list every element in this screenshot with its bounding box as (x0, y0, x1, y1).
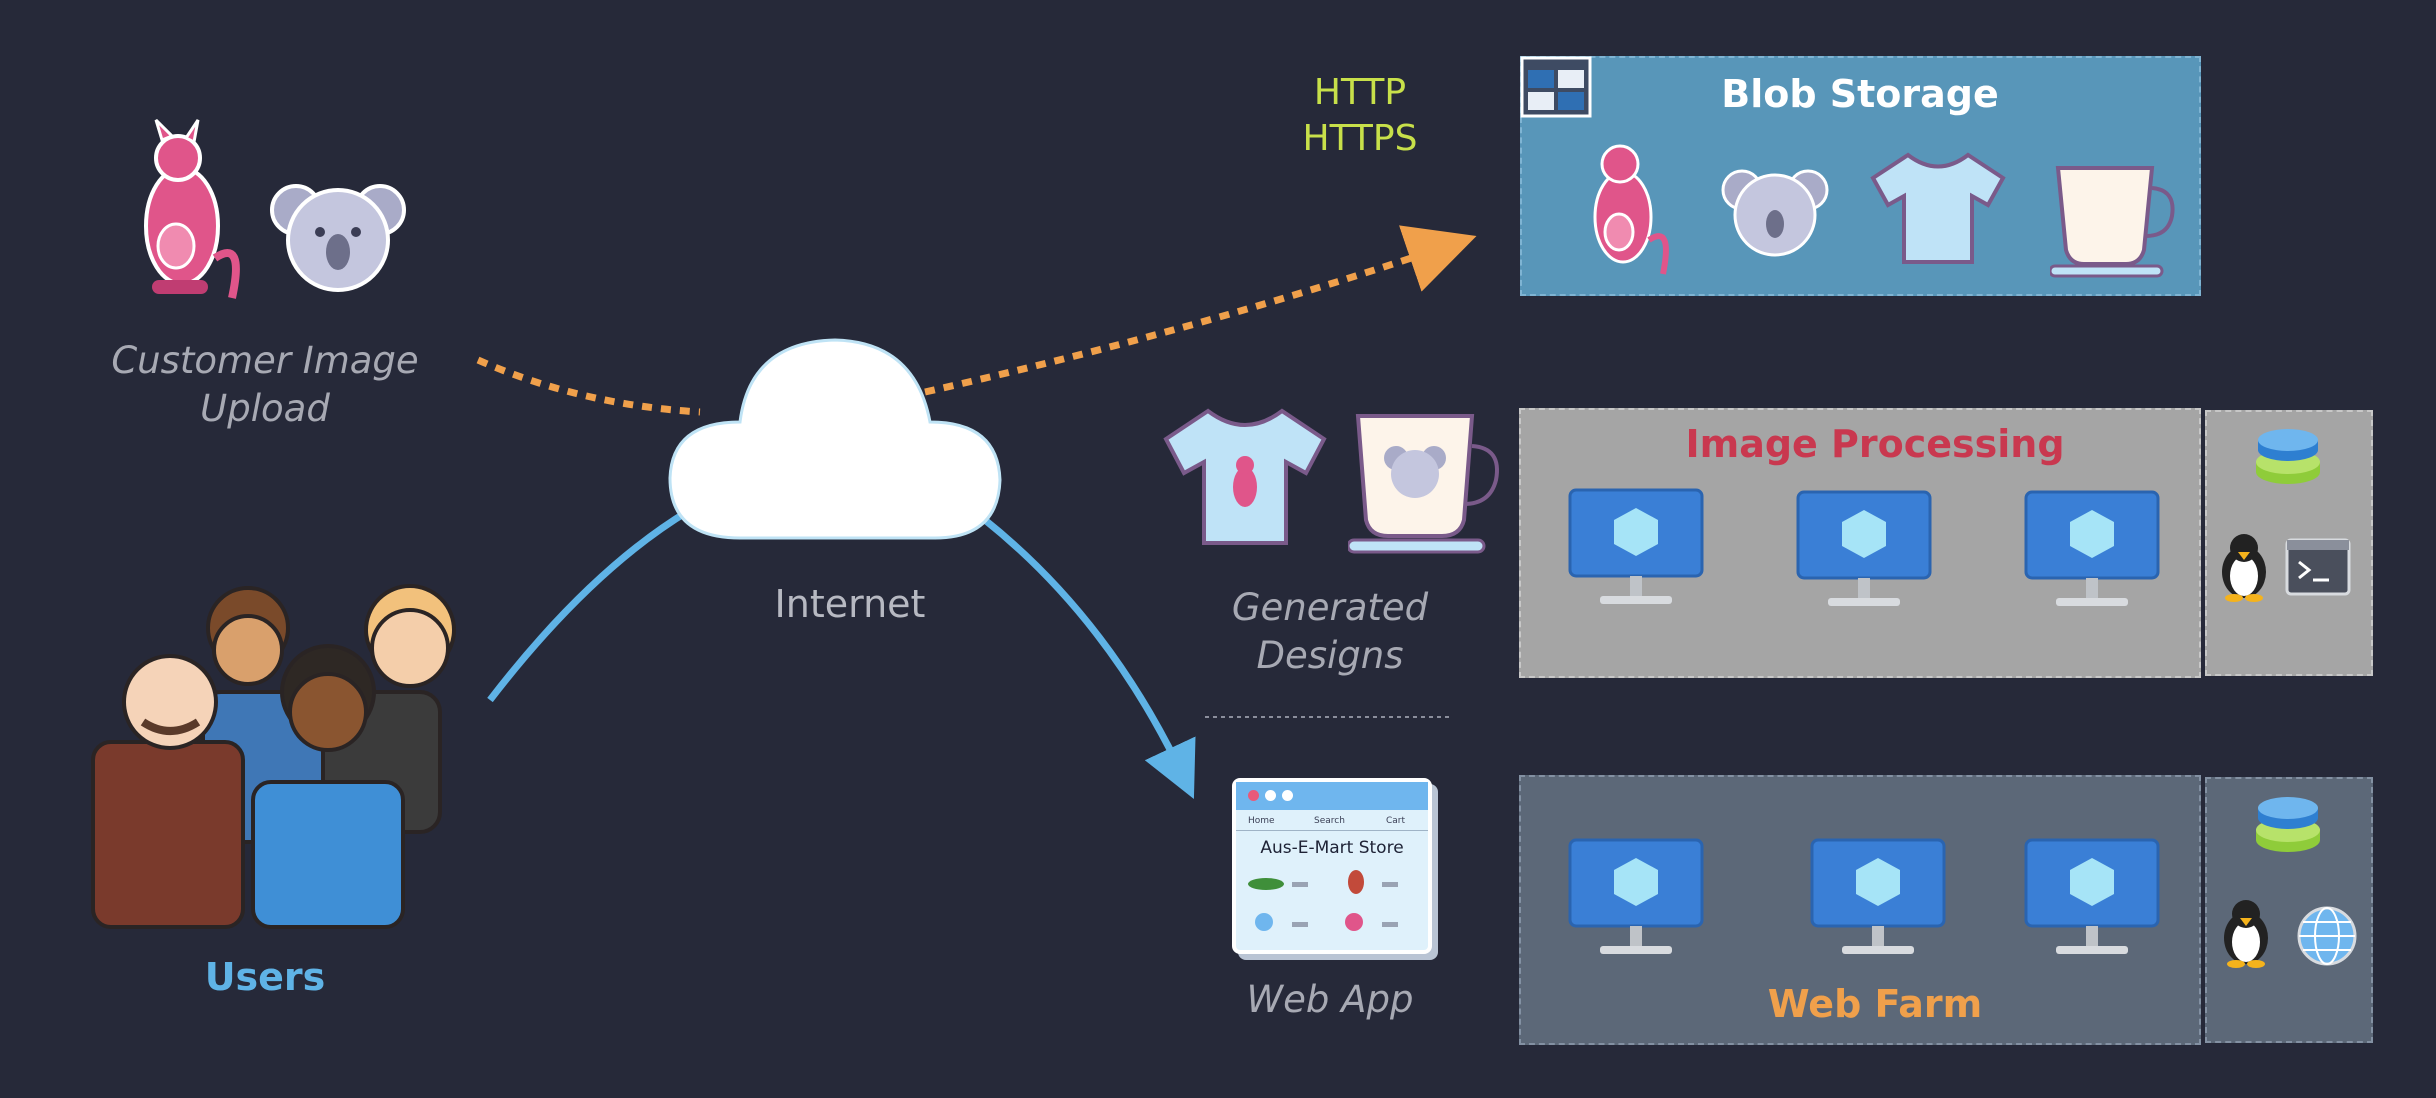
web-app-label: Web App (1246, 978, 1414, 1021)
vm-monitor-icon (1568, 838, 1704, 954)
dot-icon (1282, 790, 1293, 801)
close-dot-icon (1248, 790, 1259, 801)
internet-label: Internet (774, 582, 926, 626)
users-group-icon (91, 584, 456, 929)
generated-designs-label-line1: Generated (1231, 586, 1429, 629)
image-processing-title: Image Processing (1685, 422, 2065, 466)
vm-monitor-icon (1810, 838, 1946, 954)
vm-monitor-icon (2024, 490, 2160, 606)
kangaroo-icon (1593, 144, 1669, 275)
browser-titlebar (1236, 782, 1428, 810)
cloud-icon (668, 338, 1002, 540)
vm-monitor-icon (1796, 490, 1932, 606)
storage-window-icon (1520, 56, 1592, 118)
tshirt-icon (1163, 408, 1327, 545)
users-label: Users (204, 955, 326, 999)
linux-penguin-icon (2222, 534, 2266, 602)
kangaroo-icon (1348, 870, 1364, 894)
protocol-label-https: HTTPS (1302, 118, 1418, 159)
linux-penguin-icon (2224, 900, 2268, 968)
koala-icon (1255, 913, 1273, 931)
nav-search: Search (1314, 816, 1345, 826)
product-grid (1248, 870, 1398, 931)
teacup-icon (2050, 166, 2175, 278)
teacup-icon (1348, 414, 1499, 554)
upload-flow-arrow-right (924, 225, 1477, 396)
kangaroo-icon (1345, 913, 1363, 931)
store-nav: Home Search Cart (1236, 816, 1428, 831)
vm-monitor-icon (2024, 838, 2160, 954)
dot-icon (1265, 790, 1276, 801)
terminal-icon (2285, 538, 2351, 596)
koala-icon (1721, 169, 1829, 257)
browser-window-icon: Home Search Cart Aus-E-Mart Store (1232, 778, 1432, 954)
kangaroo-icon (144, 118, 240, 299)
generated-designs-label-line2: Designs (1256, 634, 1404, 677)
upload-flow-arrow-left (476, 356, 701, 416)
disk-icon (2256, 429, 2320, 484)
nav-home: Home (1248, 816, 1275, 826)
customer-upload-label-line1: Customer Image (111, 339, 419, 382)
tshirt-icon (1870, 152, 2006, 264)
web-farm-title: Web Farm (1767, 982, 1983, 1026)
www-globe-icon (2297, 906, 2357, 966)
customer-upload-label-line2: Upload (200, 387, 330, 430)
user-to-internet-arrow (487, 506, 692, 703)
disk-icon (2256, 797, 2320, 852)
vm-monitor-icon (1568, 488, 1704, 604)
store-title: Aus-E-Mart Store (1260, 838, 1404, 858)
nav-cart: Cart (1386, 816, 1406, 826)
crocodile-icon (1248, 878, 1284, 890)
protocol-label-http: HTTP (1313, 72, 1407, 113)
koala-icon (270, 184, 406, 292)
internet-to-webapp-arrow (982, 517, 1196, 800)
blob-storage-title: Blob Storage (1721, 72, 1999, 116)
